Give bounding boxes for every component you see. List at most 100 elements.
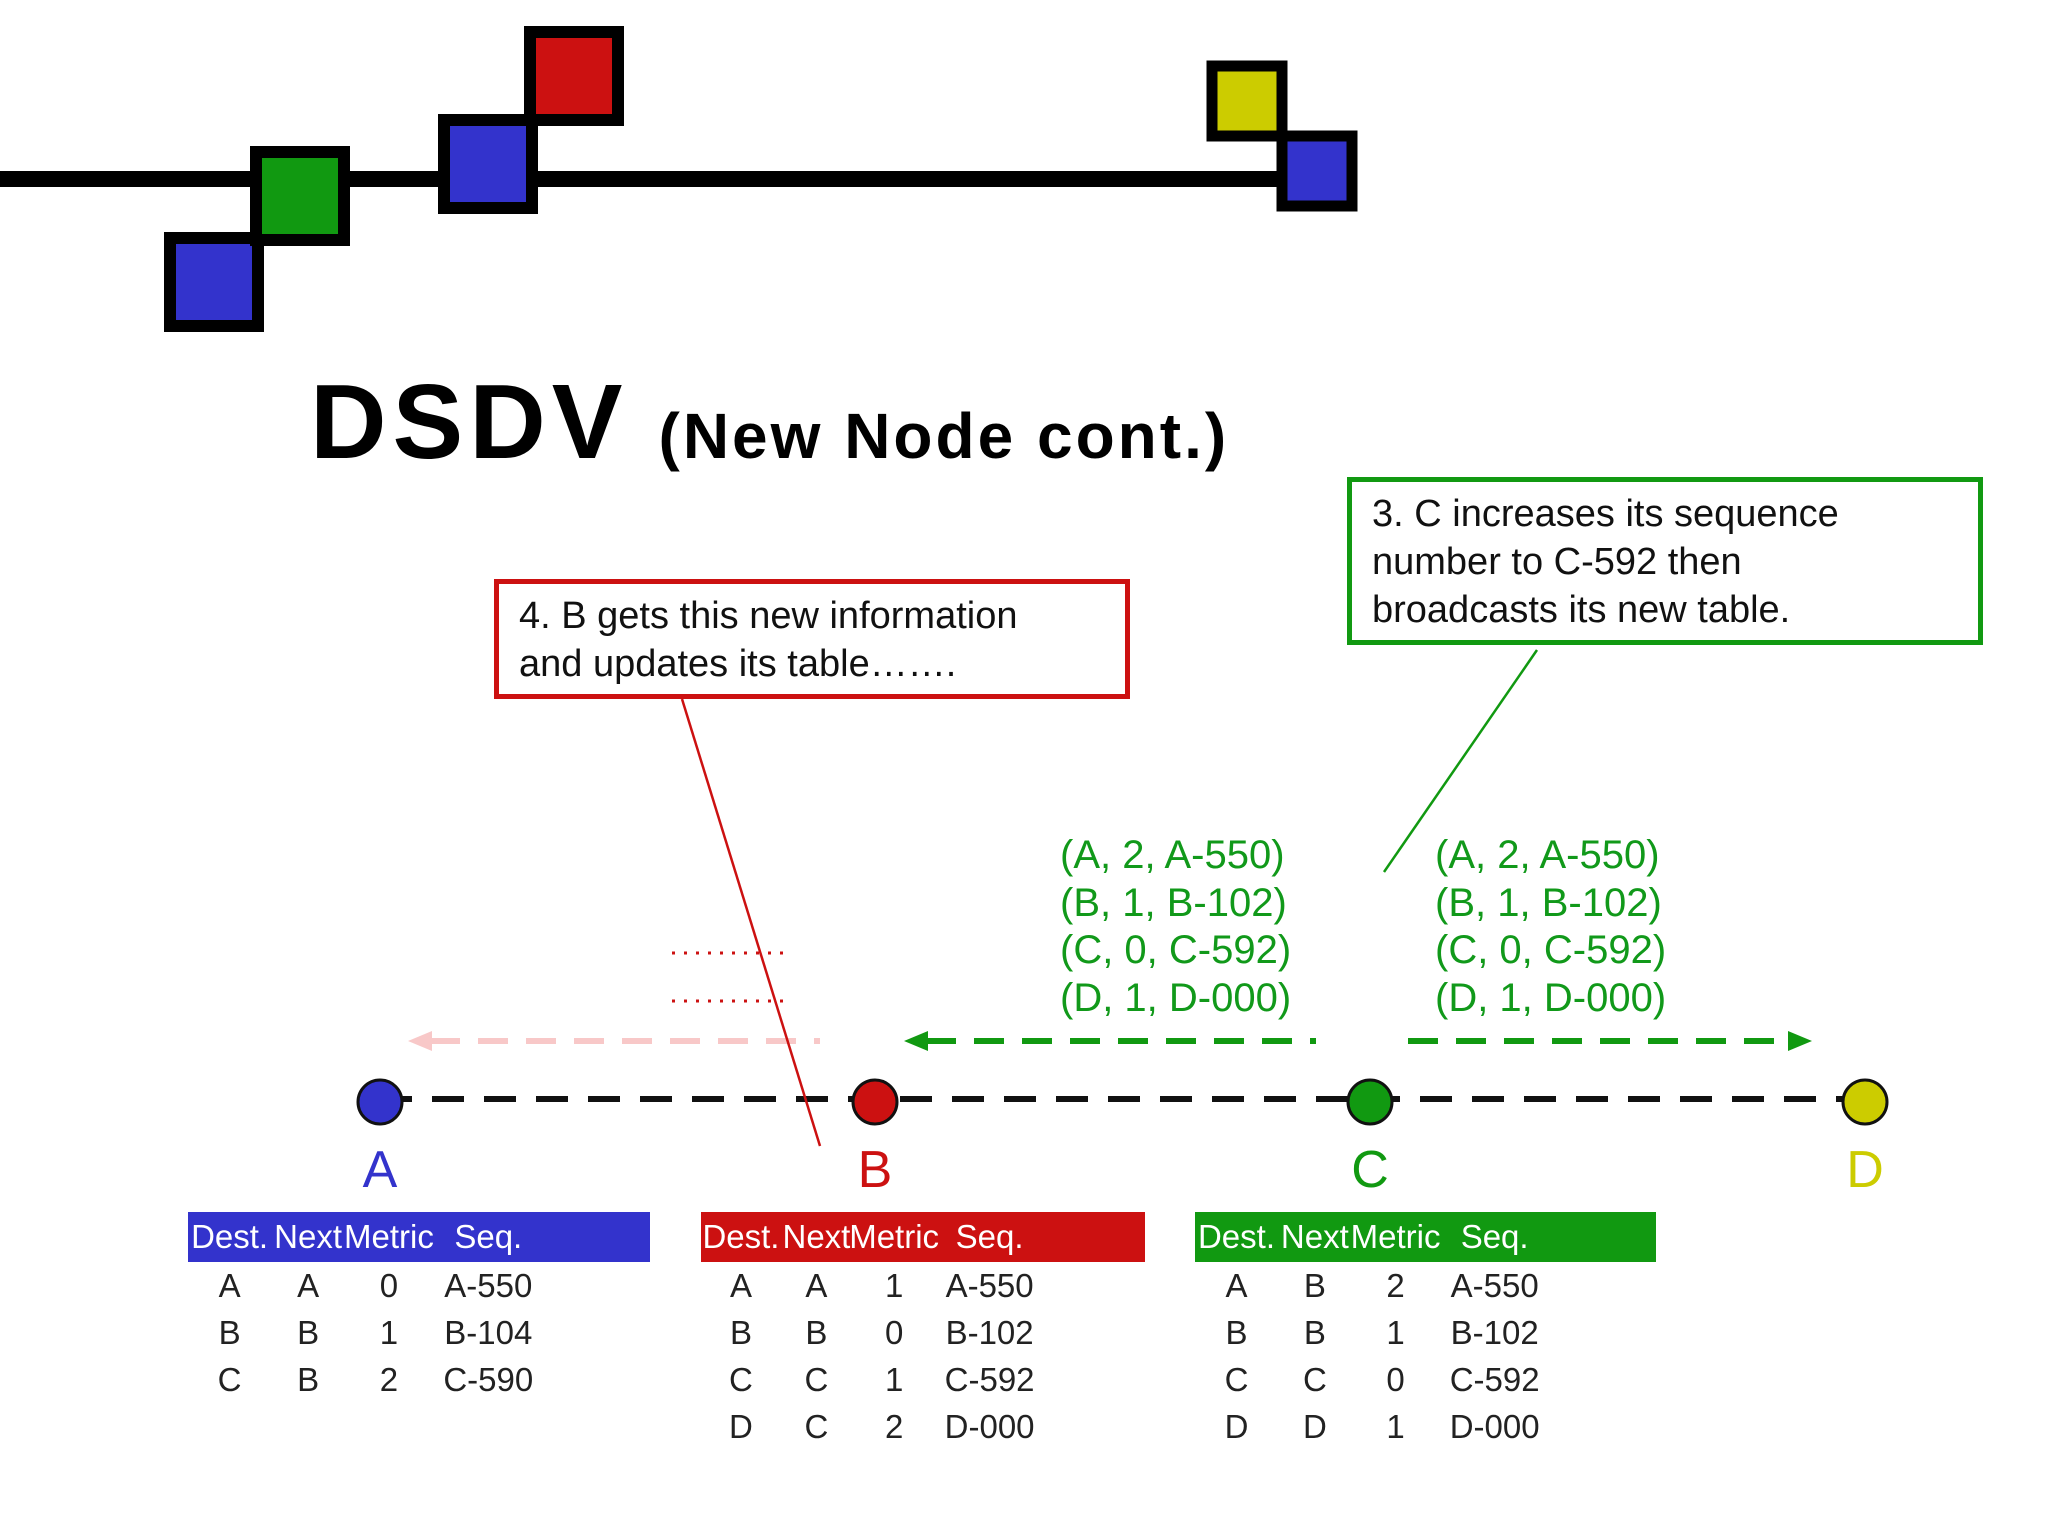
cell-seq: B-102 bbox=[945, 1314, 1034, 1351]
node-layer bbox=[356, 1078, 1889, 1126]
cell-metric: 1 bbox=[884, 1267, 904, 1304]
callout-step3: 3. C increases its sequence number to C-… bbox=[1347, 477, 1983, 645]
table-row: C B 2 C-590 bbox=[188, 1356, 650, 1403]
cell-metric: 0 bbox=[379, 1267, 399, 1304]
tuple-right-b: (B, 1, B-102) bbox=[1435, 880, 1662, 925]
header-dest: Dest. bbox=[191, 1218, 269, 1255]
header-metric: Metric bbox=[344, 1218, 434, 1255]
callout-step4-line2: and updates its table……. bbox=[519, 643, 957, 685]
cell-metric: 2 bbox=[379, 1361, 399, 1398]
node-label-b: B bbox=[857, 1141, 893, 1199]
cell-dest: C bbox=[217, 1361, 242, 1398]
node-d-circle bbox=[1841, 1078, 1889, 1126]
deco-square-blue-3 bbox=[1276, 130, 1358, 212]
cell-dest: D bbox=[729, 1408, 753, 1445]
cell-dest: A bbox=[218, 1267, 241, 1304]
cell-seq: D-000 bbox=[1449, 1408, 1540, 1445]
table-row: B B 0 B-102 bbox=[701, 1309, 1145, 1356]
cell-next: B bbox=[297, 1314, 320, 1351]
broadcast-tuples-right: (A, 2, A-550) (B, 1, B-102) (C, 0, C-592… bbox=[1435, 832, 1666, 1022]
callout-step3-line1: 3. C increases its sequence bbox=[1372, 493, 1839, 535]
callout-step3-line2: number to C-592 then bbox=[1372, 541, 1742, 583]
cell-seq: D-000 bbox=[944, 1408, 1035, 1445]
cell-dest: D bbox=[1224, 1408, 1249, 1445]
header-seq: Seq. bbox=[454, 1218, 523, 1255]
page-title: DSDV (New Node cont.) bbox=[310, 362, 1229, 483]
cell-seq: A-550 bbox=[444, 1267, 533, 1304]
tuple-left-b: (B, 1, B-102) bbox=[1060, 880, 1287, 925]
cell-dest: B bbox=[729, 1314, 752, 1351]
arrowhead-green-left bbox=[904, 1031, 928, 1051]
header-metric: Metric bbox=[1350, 1218, 1441, 1255]
table-row: D C 2 D-000 bbox=[701, 1403, 1145, 1450]
tuple-left-c: (C, 0, C-592) bbox=[1060, 928, 1292, 972]
cell-next: C bbox=[804, 1361, 829, 1398]
cell-next: C bbox=[1302, 1361, 1327, 1398]
header-next: Next bbox=[782, 1218, 851, 1255]
cell-next: C bbox=[804, 1408, 829, 1445]
header-dest: Dest. bbox=[702, 1218, 780, 1255]
cell-seq: C-592 bbox=[944, 1361, 1035, 1398]
cell-seq: A-550 bbox=[945, 1267, 1034, 1304]
tuple-left-a: (A, 2, A-550) bbox=[1060, 833, 1285, 877]
cell-next: B bbox=[297, 1361, 320, 1398]
cell-next: B bbox=[1303, 1267, 1326, 1304]
cell-metric: 1 bbox=[1386, 1408, 1405, 1445]
cell-dest: A bbox=[1225, 1267, 1248, 1304]
table-row: A A 0 A-550 bbox=[188, 1262, 650, 1309]
callout-step4: 4. B gets this new information and updat… bbox=[494, 579, 1130, 699]
cell-next: A bbox=[297, 1267, 320, 1304]
table-row: B B 1 B-102 bbox=[1195, 1309, 1656, 1356]
deco-square-green bbox=[250, 146, 350, 246]
cell-dest: B bbox=[1225, 1314, 1248, 1351]
header-dest: Dest. bbox=[1197, 1218, 1275, 1255]
cell-metric: 2 bbox=[884, 1408, 904, 1445]
deco-square-red bbox=[524, 26, 624, 126]
cell-dest: C bbox=[1224, 1361, 1249, 1398]
cell-seq: B-104 bbox=[444, 1314, 533, 1351]
cell-metric: 1 bbox=[884, 1361, 904, 1398]
cell-metric: 2 bbox=[1386, 1267, 1405, 1304]
cell-metric: 0 bbox=[1386, 1361, 1405, 1398]
cell-metric: 1 bbox=[1386, 1314, 1405, 1351]
arrowhead-green-right bbox=[1788, 1031, 1812, 1051]
cell-seq: C-590 bbox=[443, 1361, 534, 1398]
cell-next: D bbox=[1302, 1408, 1327, 1445]
header-next: Next bbox=[274, 1218, 343, 1255]
callout-step3-line3: broadcasts its new table. bbox=[1372, 589, 1791, 631]
cell-seq: B-102 bbox=[1450, 1314, 1539, 1351]
table-row: D D 1 D-000 bbox=[1195, 1403, 1656, 1450]
cell-dest: C bbox=[729, 1361, 753, 1398]
tuple-right-c: (C, 0, C-592) bbox=[1435, 928, 1667, 972]
header-seq: Seq. bbox=[955, 1218, 1024, 1255]
broadcast-tuples-left: (A, 2, A-550) (B, 1, B-102) (C, 0, C-592… bbox=[1060, 832, 1291, 1022]
deco-square-yellow bbox=[1206, 60, 1288, 142]
node-label-c: C bbox=[1351, 1141, 1389, 1199]
cell-next: A bbox=[805, 1267, 828, 1304]
title-main: DSDV bbox=[310, 363, 629, 481]
node-a-circle bbox=[356, 1078, 404, 1126]
tuple-right-a: (A, 2, A-550) bbox=[1435, 833, 1660, 877]
table-row: C C 1 C-592 bbox=[701, 1356, 1145, 1403]
title-subtitle: (New Node cont.) bbox=[658, 400, 1230, 472]
node-label-d: D bbox=[1846, 1141, 1884, 1199]
node-label-a: A bbox=[362, 1141, 398, 1199]
header-next: Next bbox=[1280, 1218, 1349, 1255]
deco-square-blue-2 bbox=[438, 114, 538, 214]
cell-seq: C-592 bbox=[1449, 1361, 1540, 1398]
cell-next: B bbox=[805, 1314, 828, 1351]
cell-metric: 0 bbox=[884, 1314, 904, 1351]
header-seq: Seq. bbox=[1460, 1218, 1529, 1255]
deco-square-blue-1 bbox=[164, 232, 264, 332]
cell-next: B bbox=[1303, 1314, 1326, 1351]
